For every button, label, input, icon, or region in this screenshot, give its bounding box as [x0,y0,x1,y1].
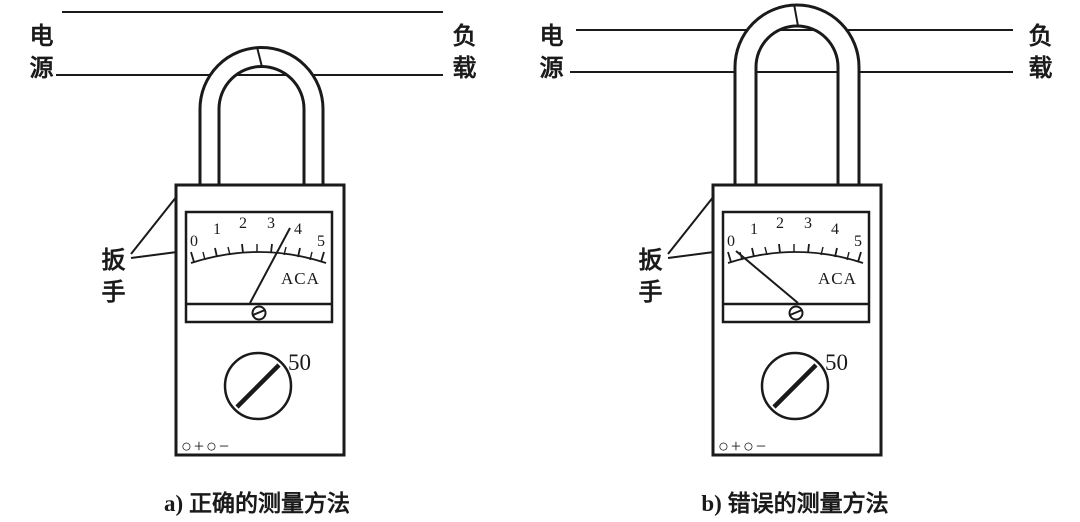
scale-number-1: 1 [213,221,221,238]
scale-arc [190,251,327,264]
meter-scale-window [184,210,334,324]
load-label: 负载 [1028,24,1053,82]
range-dial [223,351,293,421]
jaw-gap [793,3,799,27]
clamp-jaw [733,3,861,187]
lever-label: 扳手 [101,248,126,306]
terminals-label: ○+○− [181,436,232,456]
scale-ticks-minor [202,244,313,261]
lever-pointer-line [667,251,715,259]
scale-number-3: 3 [804,215,812,232]
scale-number-2: 2 [776,215,784,232]
lever-label: 扳手 [638,248,663,306]
scale-number-3: 3 [267,215,275,232]
scale-number-4: 4 [294,221,302,238]
diagram-b [570,3,1013,457]
load-label: 负载 [452,24,477,82]
caption-b: b) 错误的测量方法 [701,491,889,516]
scale-number-0: 0 [727,233,735,250]
caption-a: a) 正确的测量方法 [164,491,350,516]
scale-number-0: 0 [190,233,198,250]
meter-needle [735,250,799,304]
zero-adjust-screw [788,305,804,321]
scale-number-4: 4 [831,221,839,238]
scale-number-2: 2 [239,215,247,232]
scale-number-5: 5 [854,233,862,250]
meter-unit-label: ACA [818,269,857,288]
scale-ticks-major [190,243,325,263]
meter-scale-window [721,210,871,324]
zero-adjust-screw [251,305,267,321]
dial-range-label: 50 [825,350,848,375]
lever-pointer-line [667,195,715,255]
dial-pointer [772,363,818,409]
jaw-gap [256,46,263,68]
source-label: 电源 [539,24,564,82]
dial-pointer [235,363,281,409]
source-label: 电源 [29,24,54,82]
meter-unit-label: ACA [281,269,320,288]
scale-ticks-major [727,243,862,263]
dial-range-label: 50 [288,350,311,375]
lever-pointer-line [130,195,178,255]
range-dial [760,351,830,421]
scale-arc [727,251,864,264]
terminals-label: ○+○− [718,436,769,456]
scale-number-5: 5 [317,233,325,250]
meter-needle [249,227,291,304]
diagram-a [56,11,443,457]
clamp-jaw [198,46,325,187]
scale-number-1: 1 [750,221,758,238]
lever-pointer-line [130,251,178,259]
